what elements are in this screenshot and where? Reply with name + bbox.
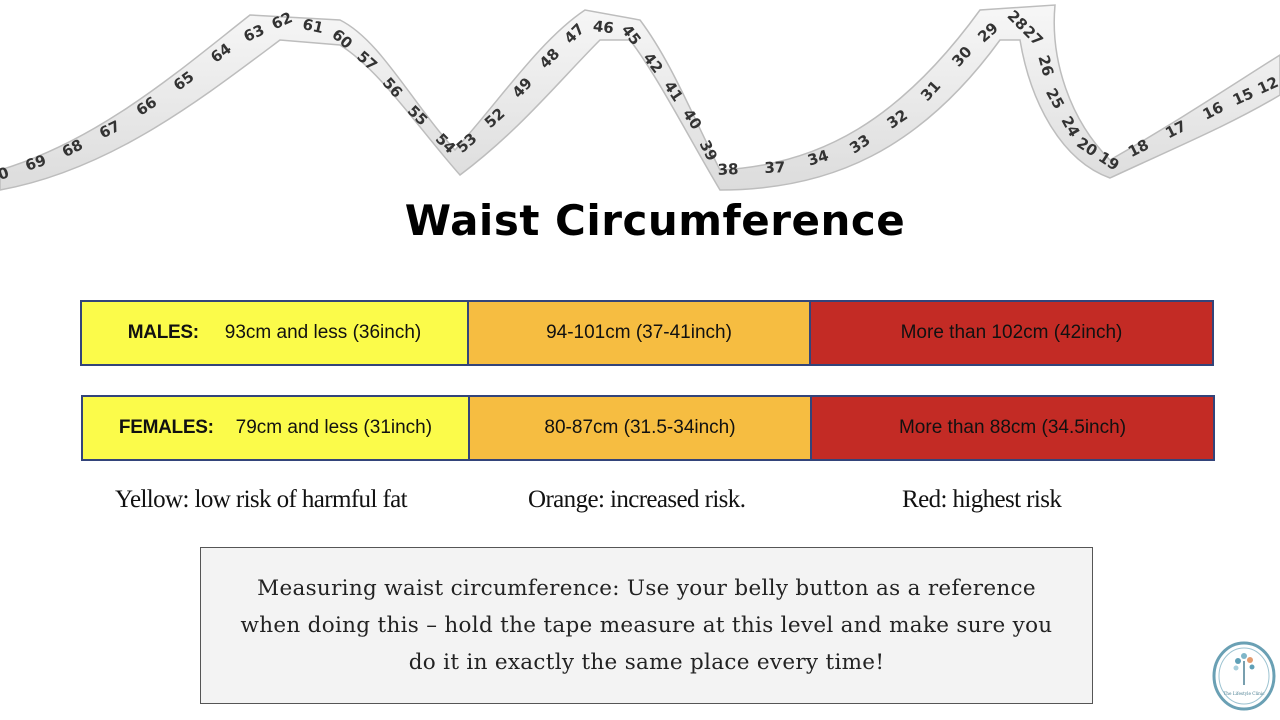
tape-ribbon [0, 4, 1280, 191]
clinic-logo: The Lifestyle Clinic [1212, 641, 1276, 711]
males-label: MALES: [127, 322, 199, 343]
males-increased-range: 94-101cm (37-41inch) [546, 322, 732, 343]
page-title: Waist Circumference [404, 196, 906, 245]
tape-number: 26 [1034, 53, 1057, 78]
tape-number: 70 [0, 163, 11, 187]
males-low-risk-cell: MALES: 93cm and less (36inch) [82, 302, 467, 364]
females-label: FEMALES: [118, 417, 214, 438]
females-high-range: More than 88cm (34.5inch) [898, 417, 1127, 438]
tape-number: 34 [805, 146, 830, 169]
tape-number: 69 [23, 151, 48, 175]
logo-text: The Lifestyle Clinic [1223, 691, 1265, 696]
tree-icon [1233, 653, 1255, 685]
males-increased-risk-cell: 94-101cm (37-41inch) [467, 302, 809, 364]
females-risk-row: FEMALES: 79cm and less (31inch) 80-87cm … [81, 395, 1215, 461]
females-low-range: 79cm and less (31inch) [235, 417, 433, 438]
males-risk-row: MALES: 93cm and less (36inch) 94-101cm (… [80, 300, 1214, 366]
females-high-risk-cell: More than 88cm (34.5inch) [810, 397, 1213, 459]
measuring-instructions-box: Measuring waist circumference: Use your … [200, 547, 1093, 704]
measuring-instructions-text: Measuring waist circumference: Use your … [240, 576, 1053, 675]
tape-number: 46 [592, 17, 615, 37]
legend-yellow: Yellow: low risk of harmful fat [115, 486, 408, 513]
tape-number: 38 [717, 160, 739, 179]
males-low-range: 93cm and less (36inch) [224, 322, 422, 343]
females-low-risk-cell: FEMALES: 79cm and less (31inch) [83, 397, 468, 459]
males-high-risk-cell: More than 102cm (42inch) [809, 302, 1212, 364]
males-high-range: More than 102cm (42inch) [900, 322, 1123, 343]
tape-number: 37 [764, 158, 786, 177]
legend-orange: Orange: increased risk. [528, 486, 746, 513]
tape-number: 61 [301, 15, 325, 37]
females-increased-range: 80-87cm (31.5-34inch) [544, 417, 736, 438]
females-increased-risk-cell: 80-87cm (31.5-34inch) [468, 397, 810, 459]
legend-red: Red: highest risk [902, 486, 1062, 513]
